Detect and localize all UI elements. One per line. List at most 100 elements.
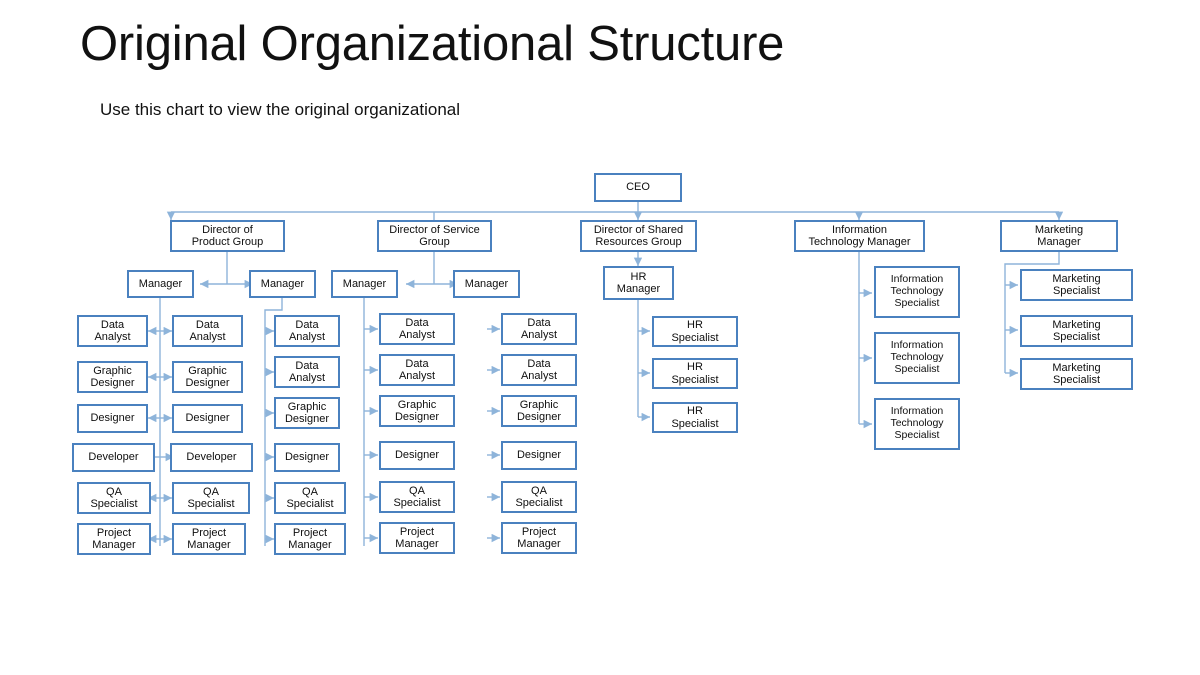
node-col1-designer[interactable]: Designer xyxy=(77,404,148,433)
role-line1: Data xyxy=(405,316,429,329)
node-col4-qa-specialist[interactable]: QA Specialist xyxy=(379,481,455,513)
role-line1: QA xyxy=(531,484,547,497)
role-line1: Data xyxy=(405,357,429,370)
role-line2: Analyst xyxy=(398,370,436,382)
node-col4-project-manager[interactable]: Project Manager xyxy=(379,522,455,554)
node-hr-specialist-2[interactable]: HR Specialist xyxy=(652,358,738,389)
node-it-specialist-2[interactable]: Information Technology Specialist xyxy=(874,332,960,384)
role-label: Designer xyxy=(284,451,330,464)
node-col4-graphic-designer[interactable]: Graphic Designer xyxy=(379,395,455,427)
node-director-product-group-line2: Product Group xyxy=(191,236,264,248)
role-line2: Specialist xyxy=(1052,331,1101,343)
role-line2: Specialist xyxy=(515,497,563,509)
node-col5-qa-specialist[interactable]: QA Specialist xyxy=(501,481,577,513)
node-col4-data-analyst-2[interactable]: Data Analyst xyxy=(379,354,455,386)
role-line1: Marketing xyxy=(1052,361,1101,374)
node-marketing-manager[interactable]: Marketing Manager xyxy=(1000,220,1118,252)
node-hr-specialist-3[interactable]: HR Specialist xyxy=(652,402,738,433)
node-col2-project-manager[interactable]: Project Manager xyxy=(172,523,246,555)
node-manager-4[interactable]: Manager xyxy=(453,270,520,298)
role-line1: Information xyxy=(890,273,944,286)
node-col2-qa-specialist[interactable]: QA Specialist xyxy=(172,482,250,514)
node-col2-developer[interactable]: Developer xyxy=(170,443,253,472)
role-line2: Specialist xyxy=(187,498,235,510)
node-marketing-manager-line1: Marketing xyxy=(1034,223,1084,236)
node-col1-data-analyst[interactable]: Data Analyst xyxy=(77,315,148,347)
role-label: Designer xyxy=(90,412,135,425)
node-manager-3[interactable]: Manager xyxy=(331,270,398,298)
role-line1: Data xyxy=(527,316,551,329)
role-line3: Specialist xyxy=(894,362,940,375)
node-marketing-specialist-2[interactable]: Marketing Specialist xyxy=(1020,315,1133,347)
node-hr-manager[interactable]: HR Manager xyxy=(603,266,674,300)
node-marketing-specialist-3[interactable]: Marketing Specialist xyxy=(1020,358,1133,390)
page-title: Original Organizational Structure xyxy=(80,17,785,71)
node-col3-data-analyst-1[interactable]: Data Analyst xyxy=(274,315,340,347)
node-manager-4-label: Manager xyxy=(464,277,509,290)
role-line1: Graphic xyxy=(188,364,227,377)
node-col5-designer[interactable]: Designer xyxy=(501,441,577,470)
role-line2: Analyst xyxy=(94,331,131,343)
role-line2: Manager xyxy=(395,538,439,550)
node-manager-1-label: Manager xyxy=(138,277,183,290)
role-line1: QA xyxy=(203,485,219,498)
role-label: Developer xyxy=(186,451,237,464)
role-line2: Designer xyxy=(284,413,330,425)
role-line2: Technology xyxy=(890,417,944,430)
node-director-shared-resources-group[interactable]: Director of Shared Resources Group xyxy=(580,220,697,252)
node-marketing-manager-line2: Manager xyxy=(1037,236,1081,248)
role-line1: HR xyxy=(687,361,703,374)
node-it-manager-line1: Information xyxy=(831,223,888,236)
node-manager-2[interactable]: Manager xyxy=(249,270,316,298)
role-line2: Specialist xyxy=(286,498,334,510)
role-line2: Manager xyxy=(517,538,561,550)
node-col4-designer[interactable]: Designer xyxy=(379,441,455,470)
node-col1-graphic-designer[interactable]: Graphic Designer xyxy=(77,361,148,393)
node-col4-data-analyst-1[interactable]: Data Analyst xyxy=(379,313,455,345)
role-line2: Specialist xyxy=(671,373,719,386)
node-marketing-specialist-1[interactable]: Marketing Specialist xyxy=(1020,269,1133,301)
role-line2: Designer xyxy=(185,377,230,389)
node-col5-data-analyst-1[interactable]: Data Analyst xyxy=(501,313,577,345)
node-information-technology-manager[interactable]: Information Technology Manager xyxy=(794,220,925,252)
node-it-specialist-1[interactable]: Information Technology Specialist xyxy=(874,266,960,318)
role-line1: QA xyxy=(302,485,318,498)
role-line1: Marketing xyxy=(1052,272,1101,285)
role-label: Developer xyxy=(88,451,139,464)
node-col5-data-analyst-2[interactable]: Data Analyst xyxy=(501,354,577,386)
node-col3-qa-specialist[interactable]: QA Specialist xyxy=(274,482,346,514)
node-col5-project-manager[interactable]: Project Manager xyxy=(501,522,577,554)
node-col3-data-analyst-2[interactable]: Data Analyst xyxy=(274,356,340,388)
node-manager-1[interactable]: Manager xyxy=(127,270,194,298)
node-it-specialist-3[interactable]: Information Technology Specialist xyxy=(874,398,960,450)
role-line2: Specialist xyxy=(671,417,719,430)
node-col2-graphic-designer[interactable]: Graphic Designer xyxy=(172,361,243,393)
role-line2: Technology xyxy=(890,351,944,364)
role-line2: Specialist xyxy=(1052,374,1101,386)
role-line1: Project xyxy=(521,525,557,538)
node-col2-data-analyst[interactable]: Data Analyst xyxy=(172,315,243,347)
role-line1: Data xyxy=(100,318,125,331)
role-line2: Specialist xyxy=(393,497,441,509)
node-director-product-group[interactable]: Director of Product Group xyxy=(170,220,285,252)
role-line1: Graphic xyxy=(397,398,437,411)
node-col3-designer[interactable]: Designer xyxy=(274,443,340,472)
node-director-shared-resources-line2: Resources Group xyxy=(595,236,682,248)
node-col2-designer[interactable]: Designer xyxy=(172,404,243,433)
node-director-service-group[interactable]: Director of Service Group xyxy=(377,220,492,252)
role-line2: Analyst xyxy=(288,331,326,343)
node-manager-2-label: Manager xyxy=(260,277,305,290)
node-hr-manager-line2: Manager xyxy=(616,283,661,295)
role-line1: QA xyxy=(106,485,122,498)
node-hr-specialist-1[interactable]: HR Specialist xyxy=(652,316,738,347)
node-col5-graphic-designer[interactable]: Graphic Designer xyxy=(501,395,577,427)
node-col3-project-manager[interactable]: Project Manager xyxy=(274,523,346,555)
node-ceo[interactable]: CEO xyxy=(594,173,682,202)
role-line1: Data xyxy=(295,318,319,331)
node-col1-qa-specialist[interactable]: QA Specialist xyxy=(77,482,151,514)
node-col1-project-manager[interactable]: Project Manager xyxy=(77,523,151,555)
node-col1-developer[interactable]: Developer xyxy=(72,443,155,472)
role-line1: Project xyxy=(96,526,132,539)
node-director-service-group-line2: Group xyxy=(419,236,450,248)
node-col3-graphic-designer[interactable]: Graphic Designer xyxy=(274,397,340,429)
